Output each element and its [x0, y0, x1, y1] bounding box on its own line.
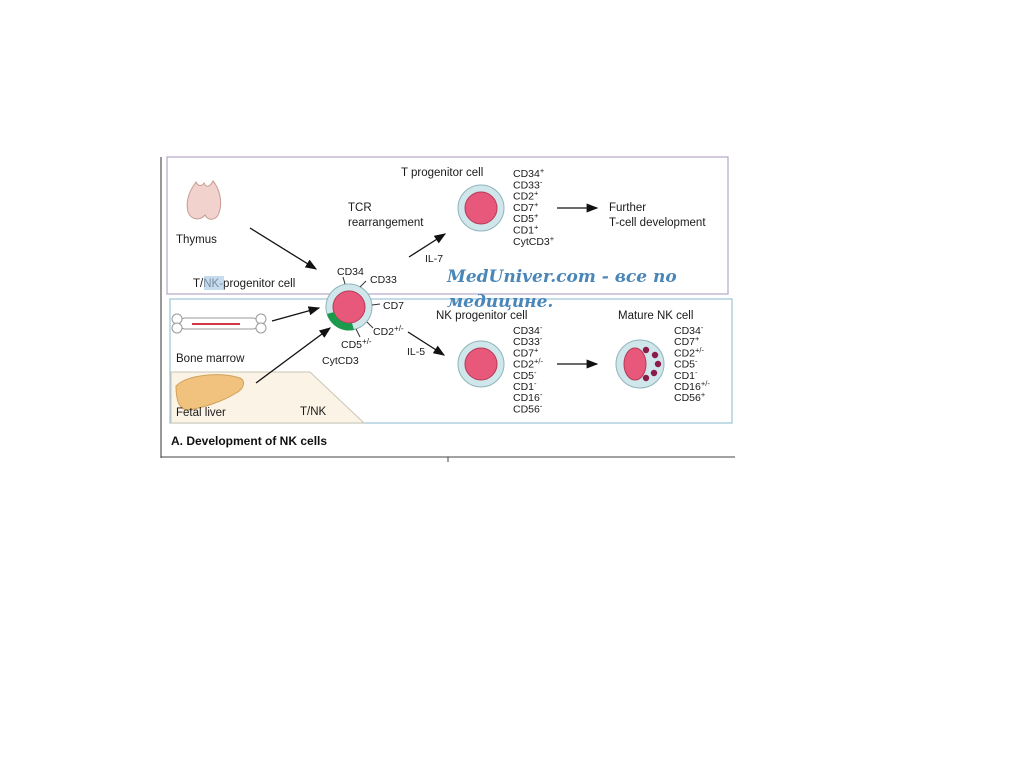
watermark-line2: медицине.	[447, 292, 553, 312]
marker-cd5: CD5+	[513, 211, 539, 225]
marker-cd33: CD33-	[513, 177, 543, 191]
lower-panel-frame	[169, 298, 733, 424]
marker-cd56: CD56-	[513, 401, 543, 415]
marker-cd7: CD7+	[513, 200, 539, 214]
nk-progenitor-markers: CD34-CD33-CD7+CD2+/-CD5-CD1-CD16-CD56-	[513, 323, 543, 415]
marker-cd7: CD7	[383, 300, 404, 312]
tcr-label-line2: rearrangement	[348, 217, 424, 229]
granule	[642, 374, 650, 382]
t-progenitor-label: T progenitor cell	[401, 167, 483, 179]
marker-cd34: CD34-	[674, 323, 704, 337]
bone-marrow-label: Bone marrow	[176, 353, 245, 365]
marker-cd2: CD2+/-	[513, 357, 543, 371]
nk-progenitor-cell	[457, 340, 505, 388]
further-label-line1: Further	[609, 202, 646, 214]
marker-cd16: CD16+/-	[674, 379, 710, 393]
cytcd3-arc	[327, 312, 354, 331]
fetal-liver-label: Fetal liver	[176, 407, 226, 419]
arrow-marrow-to-progenitor	[271, 306, 321, 322]
marker-cd5: CD5+/-	[341, 337, 372, 351]
marker-cd7: CD7+	[513, 345, 539, 359]
marker-cd5: CD5-	[674, 357, 698, 371]
marker-cytcd3: CytCD3+	[513, 234, 555, 248]
arrow-to-t-progenitor	[408, 233, 447, 258]
arrow-to-nk-progenitor	[407, 331, 446, 356]
marker-cd34: CD34-	[513, 323, 543, 337]
marker-cd34: CD34	[337, 266, 364, 278]
mature-nk-label: Mature NK cell	[618, 310, 693, 322]
granule	[654, 360, 662, 368]
watermark-line1: MedUniver.com - все по	[446, 267, 677, 287]
marker-cd1: CD1-	[674, 368, 698, 382]
granule	[650, 369, 658, 377]
il5-label: IL-5	[407, 346, 425, 358]
nk-progenitor-label: NK progenitor cell	[436, 310, 527, 322]
arrow-thymus-to-progenitor	[249, 227, 318, 270]
tnk-progenitor-cell	[325, 276, 381, 338]
thymus-icon	[186, 180, 222, 220]
tcr-label-line1: TCR	[348, 202, 372, 214]
marker-cd33: CD33	[370, 274, 397, 286]
bone-icon	[171, 313, 267, 334]
marker-cytcd3: CytCD3	[322, 355, 359, 367]
liver-icon	[175, 374, 244, 411]
granule	[642, 346, 650, 354]
figure-caption: A. Development of NK cells	[171, 434, 327, 448]
upper-panel-frame	[166, 156, 729, 295]
further-label-line2: T-cell development	[609, 217, 706, 229]
marker-cd5: CD5-	[513, 368, 537, 382]
t-progenitor-markers: CD34+CD33-CD2+CD7+CD5+CD1+CytCD3+	[513, 166, 555, 248]
tnk-label: T/NK	[300, 406, 327, 418]
mature-nk-cell	[615, 339, 665, 389]
granule	[651, 351, 659, 359]
il7-label: IL-7	[425, 253, 443, 265]
marker-cd1: CD1+	[513, 223, 539, 237]
marker-cd7: CD7+	[674, 334, 700, 348]
marker-cd56: CD56+	[674, 390, 706, 404]
marker-cd2: CD2+	[513, 189, 539, 203]
thymus-label: Thymus	[176, 234, 217, 246]
marker-cd1: CD1-	[513, 379, 537, 393]
t-progenitor-cell	[457, 184, 505, 232]
marker-cd16: CD16-	[513, 390, 543, 404]
marker-cd33: CD33-	[513, 334, 543, 348]
marker-cd2: CD2+/-	[674, 345, 704, 359]
mature-nk-markers: CD34-CD7+CD2+/-CD5-CD1-CD16+/-CD56+	[674, 323, 710, 404]
marker-cd34: CD34+	[513, 166, 545, 180]
marker-cd2: CD2+/-	[373, 324, 404, 338]
arrow-liver-to-progenitor	[255, 327, 332, 384]
